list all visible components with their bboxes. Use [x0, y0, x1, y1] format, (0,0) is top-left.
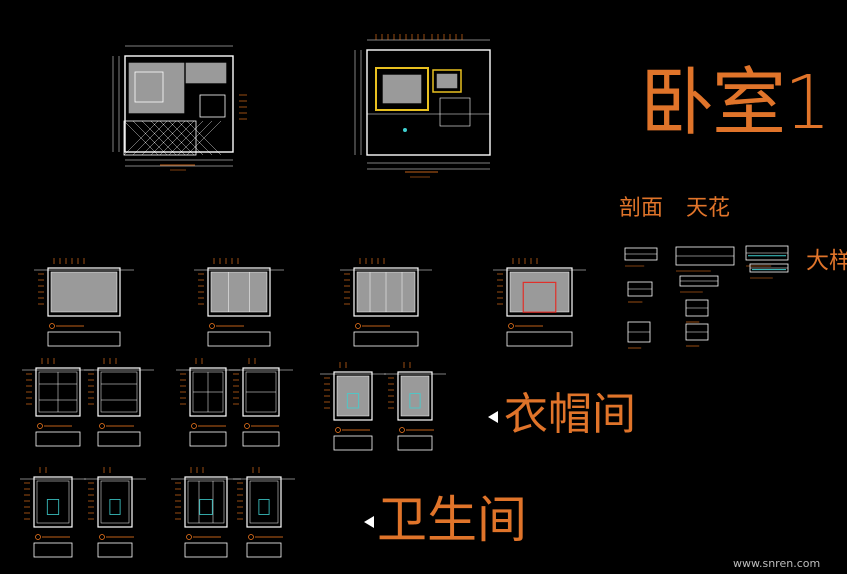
floor-plan-wardrobe [185, 62, 227, 84]
elevation-frame [33, 476, 73, 528]
elevation-wall [36, 480, 70, 524]
section-label: 剖面 [619, 196, 664, 221]
cad-caption-mark [49, 323, 55, 329]
elevation-fixture [346, 393, 360, 409]
elevation-wall [100, 480, 130, 524]
ceiling-plan-recess [382, 74, 422, 104]
elevation-frame [97, 367, 141, 417]
cad-caption-mark [99, 423, 105, 429]
elevation-frame [506, 267, 573, 317]
watermark: www.snren.com [733, 557, 821, 570]
elevation-frame [246, 476, 282, 528]
elevation-wall [249, 480, 279, 524]
ceiling-plan-light [403, 128, 407, 132]
cad-line [168, 120, 204, 156]
elevation-plan [189, 431, 227, 447]
cad-caption-mark [335, 427, 341, 433]
ceiling-plan-frame [366, 49, 491, 156]
elevation-plan [207, 331, 271, 347]
elevation-plan [506, 331, 573, 347]
floor-plan-bed-area [128, 62, 185, 114]
elevation-wall [50, 271, 118, 313]
cad-line [159, 120, 195, 156]
elevation-frame [353, 267, 419, 317]
elevation-wall [100, 371, 138, 413]
elevation-fixture [258, 499, 270, 515]
cad-line [141, 120, 177, 156]
triangle-pointer-icon [488, 411, 498, 423]
elevation-frame [189, 367, 227, 417]
ceiling-plan-recess-small [436, 73, 458, 89]
closet-label: 衣帽间 [504, 389, 636, 440]
cad-caption-mark [244, 423, 250, 429]
elevation-plan [47, 331, 121, 347]
cad-caption-mark [508, 323, 514, 329]
cad-line [123, 120, 159, 156]
elevation-fixture [109, 499, 121, 515]
cad-caption-mark [37, 423, 43, 429]
elevation-frame [242, 367, 280, 417]
ceiling-plan-bath [439, 97, 471, 127]
cad-line [132, 120, 168, 156]
cad-caption-mark [35, 534, 41, 540]
elevation-bed [522, 281, 557, 313]
elevation-plan [33, 542, 73, 558]
elevation-frame [207, 267, 271, 317]
floor-plan-tile-area [123, 120, 197, 156]
elevation-wall [509, 271, 570, 313]
cad-line [150, 120, 186, 156]
cad-caption-mark [209, 323, 215, 329]
cad-caption-mark [248, 534, 254, 540]
elevation-plan [35, 431, 81, 447]
cad-caption-mark [355, 323, 361, 329]
elevation-plan [97, 431, 141, 447]
elevation-wall [210, 271, 268, 313]
cad-line [186, 120, 222, 156]
elevation-frame [333, 371, 373, 421]
elevation-plan [353, 331, 419, 347]
ceiling-label: 天花 [686, 196, 731, 221]
ceiling-plan-tray [375, 67, 429, 111]
drawing-title: 卧室1 [640, 60, 831, 146]
cad-caption-mark [99, 534, 105, 540]
detail-label: 大样 [806, 248, 847, 274]
triangle-pointer-icon [364, 516, 374, 528]
elevation-frame [97, 476, 133, 528]
cad-caption-mark [399, 427, 405, 433]
elevation-wall [400, 375, 430, 417]
cad-caption-mark [191, 423, 197, 429]
elevation-wall [187, 480, 225, 524]
cad-line [177, 120, 213, 156]
elevation-plan [184, 542, 228, 558]
elevation-fixture [199, 499, 213, 515]
elevation-frame [35, 367, 81, 417]
floor-plan-tub [199, 94, 226, 118]
elevation-plan [246, 542, 282, 558]
cad-drawings [20, 34, 789, 558]
elevation-fixture [46, 499, 60, 515]
floor-plan-frame [124, 55, 234, 153]
elevation-wall [336, 375, 370, 417]
elevation-plan [397, 435, 433, 451]
elevation-fixture [409, 393, 421, 409]
floor-plan-bed [134, 71, 164, 103]
elevation-frame [397, 371, 433, 421]
cad-caption-mark [186, 534, 192, 540]
ceiling-plan-tray-small [432, 69, 462, 93]
elevation-plan [242, 431, 280, 447]
elevation-plan [97, 542, 133, 558]
elevation-frame [47, 267, 121, 317]
elevation-plan [333, 435, 373, 451]
bathroom-label: 卫生间 [377, 491, 527, 549]
elevation-frame [184, 476, 228, 528]
